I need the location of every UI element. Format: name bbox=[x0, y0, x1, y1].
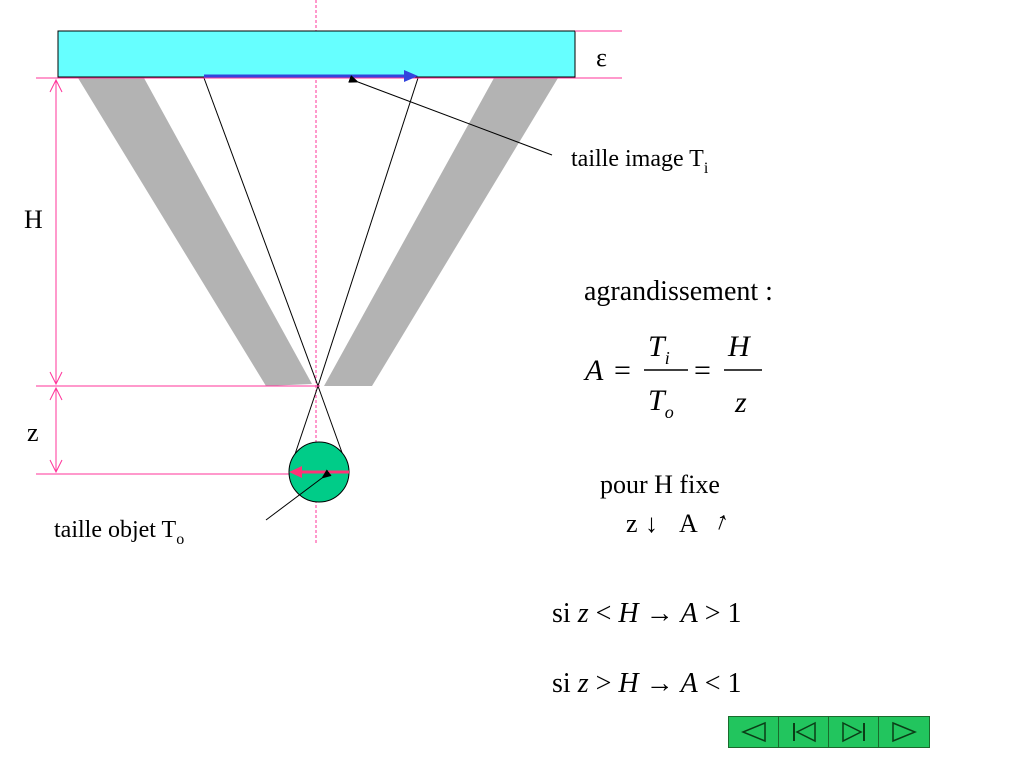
object-pointer bbox=[265, 469, 332, 521]
first-button[interactable] bbox=[779, 717, 829, 747]
slide-navigation bbox=[728, 716, 930, 748]
previous-icon bbox=[740, 721, 766, 743]
last-button[interactable] bbox=[829, 717, 879, 747]
next-icon bbox=[892, 721, 917, 743]
image-plate bbox=[57, 30, 576, 78]
left-lens-beam bbox=[78, 78, 312, 386]
fixed-H-note: pour H fixe bbox=[600, 470, 720, 499]
z-dimension bbox=[49, 386, 63, 474]
svg-text:Ti: Ti bbox=[648, 330, 670, 368]
previous-button[interactable] bbox=[729, 717, 779, 747]
formula-heading: agrandissement : bbox=[584, 276, 773, 307]
svg-text:To: To bbox=[648, 384, 674, 422]
epsilon-label: ε bbox=[596, 43, 607, 72]
svg-text:=: = bbox=[614, 354, 631, 387]
svg-text:A: A bbox=[583, 354, 604, 387]
svg-text:z: z bbox=[626, 509, 638, 538]
last-icon bbox=[841, 721, 865, 743]
svg-text:=: = bbox=[694, 354, 711, 387]
ray-left-upper bbox=[203, 77, 319, 387]
condition-1: si z < H → A > 1 bbox=[552, 598, 742, 629]
svg-text:↓: ↓ bbox=[645, 509, 658, 538]
object-size-label: taille objet To bbox=[54, 517, 184, 548]
H-dimension bbox=[49, 78, 63, 386]
svg-text:↑: ↑ bbox=[711, 505, 733, 537]
first-icon bbox=[792, 721, 816, 743]
image-arrow-head bbox=[404, 70, 418, 82]
svg-text:A: A bbox=[679, 509, 698, 538]
image-pointer bbox=[348, 75, 553, 156]
next-button[interactable] bbox=[879, 717, 929, 747]
condition-2: si z > H → A < 1 bbox=[552, 668, 742, 699]
ray-right-upper bbox=[317, 77, 419, 387]
z-label: z bbox=[27, 418, 39, 447]
H-label: H bbox=[24, 205, 43, 234]
right-lens-beam bbox=[324, 78, 558, 386]
image-size-label: taille image Ti bbox=[571, 146, 709, 177]
object-arrow-head bbox=[289, 466, 302, 478]
magnification-formula: A = Ti To = H z bbox=[583, 330, 762, 422]
svg-text:z: z bbox=[734, 386, 747, 419]
trend-note: z ↓ A ↑ bbox=[626, 505, 733, 538]
svg-text:H: H bbox=[727, 330, 752, 363]
